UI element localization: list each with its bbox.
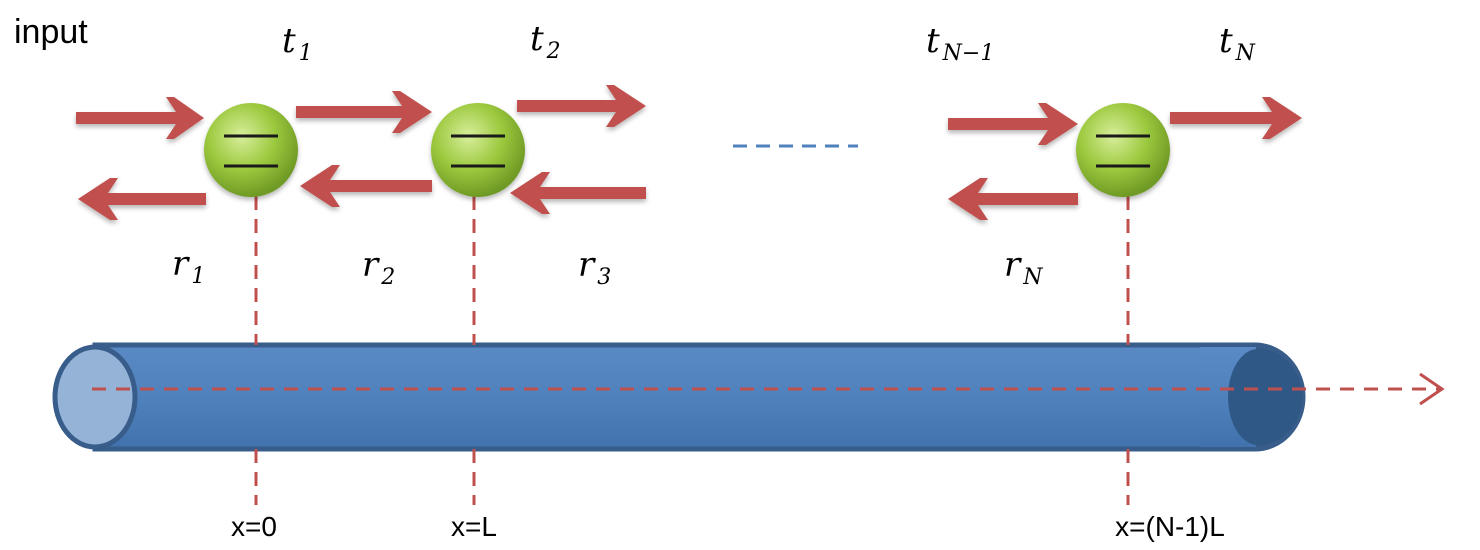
arrow-right-2 — [296, 91, 432, 133]
arrow-left-2 — [300, 165, 432, 207]
arrow-right-5 — [1170, 97, 1302, 139]
arrow-right-4 — [948, 103, 1078, 145]
tube-right-cap-visible — [1228, 349, 1302, 445]
arrows — [76, 85, 1302, 220]
guide-lines — [254, 196, 1130, 505]
reflector-node-1 — [204, 103, 298, 197]
tube-left-cap — [52, 344, 138, 450]
arrow-right-incident — [76, 97, 204, 139]
arrow-right-3 — [517, 85, 646, 127]
reflector-node-N — [1076, 103, 1170, 197]
fiber-tube — [52, 342, 1306, 452]
position-label-0: x=0 — [231, 511, 277, 542]
reflector-node-2 — [431, 103, 525, 197]
position-label-N-1-L: x=(N-1)L — [1115, 511, 1225, 542]
arrow-left-4 — [948, 178, 1078, 220]
x-axis-arrow — [92, 372, 1445, 406]
arrow-left-1 — [78, 178, 206, 220]
tube-body — [92, 342, 1306, 452]
input-label: input — [14, 13, 88, 51]
position-label-L: x=L — [451, 511, 497, 542]
arrow-left-3 — [510, 172, 646, 214]
